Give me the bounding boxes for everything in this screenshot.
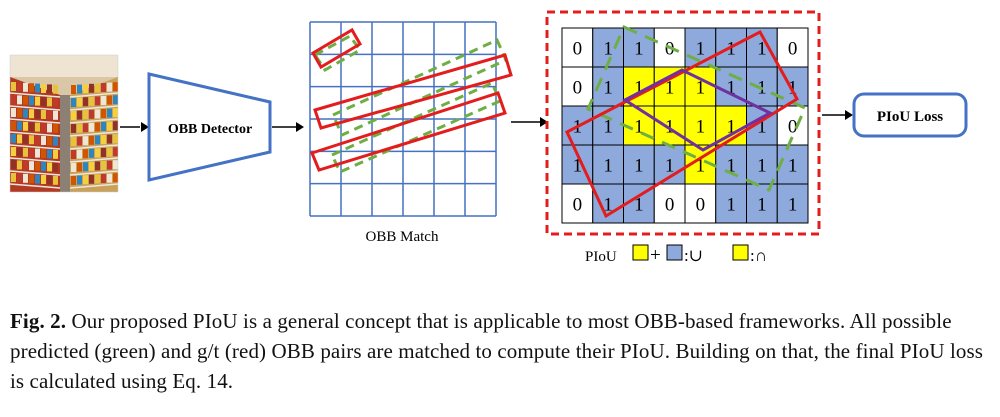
piou-cell bbox=[746, 66, 778, 107]
piou-cell-value: 1 bbox=[757, 117, 767, 138]
legend-intersection-swatch-1 bbox=[632, 244, 649, 261]
piou-cell bbox=[776, 183, 809, 224]
piou-cell-value: 0 bbox=[573, 195, 583, 216]
caption-text: Our proposed PIoU is a general concept t… bbox=[10, 309, 984, 393]
match-label: OBB Match bbox=[366, 229, 439, 245]
piou-cell bbox=[592, 105, 624, 146]
piou-cell-value: 1 bbox=[573, 156, 583, 177]
piou-panel-border bbox=[545, 10, 821, 236]
piou-cell bbox=[623, 105, 655, 146]
piou-cell-value: 0 bbox=[788, 117, 798, 138]
piou-cell-value: 1 bbox=[696, 117, 706, 138]
detector-label: OBB Detector bbox=[168, 122, 252, 137]
piou-cell-value: 1 bbox=[696, 78, 706, 99]
piou-cell-value: 1 bbox=[634, 156, 644, 177]
gt-obb-solid bbox=[565, 29, 800, 219]
gt-obb-small bbox=[310, 27, 363, 70]
piou-cell bbox=[715, 183, 747, 224]
arrow-piou-to-loss bbox=[822, 110, 853, 120]
legend-piou-label: PIoU bbox=[585, 249, 617, 265]
piou-cell-value: 1 bbox=[634, 39, 644, 60]
figure-caption: Fig. 2. Our proposed PIoU is a general c… bbox=[10, 306, 985, 396]
caption-label: Fig. 2. bbox=[10, 309, 67, 333]
piou-cell-value: 1 bbox=[603, 156, 613, 177]
match-red-boxes bbox=[309, 27, 513, 172]
piou-cell-value: 1 bbox=[634, 117, 644, 138]
piou-cell-value: 1 bbox=[603, 78, 613, 99]
piou-cell bbox=[653, 183, 686, 224]
match-grid bbox=[309, 21, 497, 217]
piou-cell bbox=[623, 144, 655, 185]
gt-obb-upper bbox=[313, 53, 513, 130]
piou-cell-value: 1 bbox=[603, 117, 613, 138]
loss-label: PIoU Loss bbox=[877, 109, 943, 125]
piou-cell bbox=[592, 183, 624, 224]
piou-cell-value: 1 bbox=[757, 195, 767, 216]
arrow-detector-to-match bbox=[272, 122, 304, 132]
piou-cell-value: 1 bbox=[603, 195, 613, 216]
piou-cell-value: 1 bbox=[634, 78, 644, 99]
piou-cell-value: 0 bbox=[788, 39, 798, 60]
piou-cell-value: 0 bbox=[573, 39, 583, 60]
piou-loss-box: PIoU Loss bbox=[852, 92, 968, 138]
arrow-image-to-detector bbox=[120, 122, 149, 132]
piou-cell-value: 0 bbox=[665, 195, 675, 216]
piou-cell bbox=[561, 183, 594, 224]
piou-cell-value: 1 bbox=[788, 195, 798, 216]
piou-cell-value: 1 bbox=[788, 156, 798, 177]
obb-detector-block: OBB Detector bbox=[147, 72, 272, 182]
piou-cell bbox=[746, 183, 778, 224]
piou-cell-value: 1 bbox=[726, 78, 736, 99]
piou-cell-value: 1 bbox=[726, 117, 736, 138]
piou-cell-value: 0 bbox=[573, 78, 583, 99]
intersection-outline bbox=[622, 68, 774, 152]
piou-cell-value: 1 bbox=[665, 78, 675, 99]
obb-match-panel: OBB Match bbox=[309, 21, 513, 245]
piou-cell-value: 0 bbox=[696, 195, 706, 216]
gt-obb-lower bbox=[309, 91, 507, 172]
piou-cell-value: 1 bbox=[726, 39, 736, 60]
piou-legend: PIoU + :∪ :∩ bbox=[585, 244, 767, 266]
legend-intersection-label: :∩ bbox=[750, 246, 767, 265]
piou-cell-value: 1 bbox=[696, 156, 706, 177]
piou-cell-value: 1 bbox=[603, 39, 613, 60]
piou-cell bbox=[623, 27, 655, 68]
piou-cell-value: 1 bbox=[634, 195, 644, 216]
legend-plus: + bbox=[650, 245, 661, 266]
piou-cell-value: 1 bbox=[757, 156, 767, 177]
piou-cell-value: 1 bbox=[757, 39, 767, 60]
legend-intersection-swatch-2 bbox=[732, 244, 749, 261]
piou-cell-value: 1 bbox=[726, 195, 736, 216]
piou-cell-value: 1 bbox=[665, 156, 675, 177]
piou-cell bbox=[776, 27, 809, 68]
predicted-obb-dashed bbox=[586, 25, 807, 192]
input-image bbox=[9, 54, 119, 193]
legend-union-swatch bbox=[666, 244, 683, 261]
piou-cell-value: 1 bbox=[696, 39, 706, 60]
arrow-match-to-piou bbox=[511, 117, 548, 127]
legend-union-label: :∪ bbox=[684, 246, 703, 265]
piou-cell-value: 1 bbox=[726, 156, 736, 177]
